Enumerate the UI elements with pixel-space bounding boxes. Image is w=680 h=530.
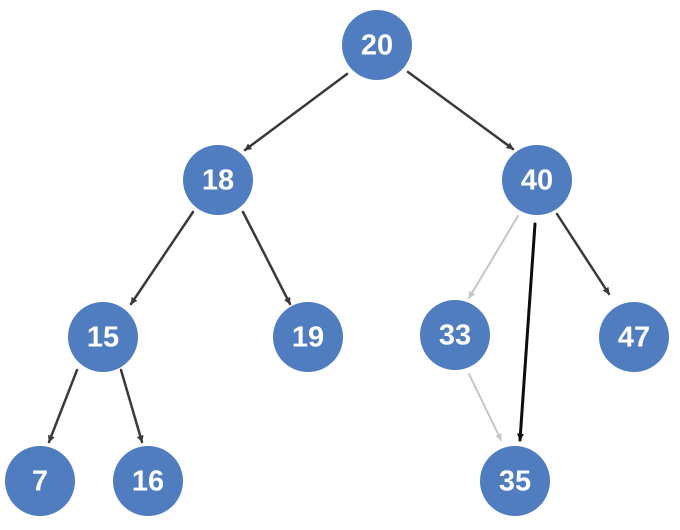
node-circle [480,446,550,516]
node-circle [183,145,253,215]
node-label: 16 [132,466,164,498]
node-circle [113,446,183,516]
node-label: 20 [361,30,393,62]
edge-15-7 [47,368,79,444]
edge-18-19 [241,210,292,306]
tree-node-19: 19 [273,302,343,372]
node-label: 35 [499,466,531,498]
edges-layer [47,70,611,444]
node-circle [502,145,572,215]
nodes-layer: 20 18 40 15 19 33 47 7 [5,10,669,516]
edge-40-33 [468,215,519,299]
node-circle [68,302,138,372]
node-circle [5,446,75,516]
tree-node-35: 35 [480,446,550,516]
node-label: 18 [202,165,234,197]
node-circle [342,10,412,80]
tree-node-33: 33 [420,300,490,370]
tree-node-18: 18 [183,145,253,215]
tree-node-16: 16 [113,446,183,516]
node-circle [420,300,490,370]
edge-33-35 [468,373,502,441]
node-label: 15 [87,322,119,354]
edge-18-15 [129,210,195,306]
node-label: 7 [32,466,48,498]
edge-40-35 [516,222,537,442]
node-label: 47 [618,322,650,354]
edge-15-16 [119,368,144,444]
node-label: 33 [439,320,471,352]
tree-node-47: 47 [599,302,669,372]
tree-node-20: 20 [342,10,412,80]
node-label: 19 [292,322,324,354]
edge-20-40 [406,70,515,151]
tree-node-15: 15 [68,302,138,372]
edge-40-47 [555,212,611,296]
node-circle [599,302,669,372]
tree-node-7: 7 [5,446,75,516]
edge-20-18 [243,72,349,152]
tree-node-40: 40 [502,145,572,215]
node-circle [273,302,343,372]
node-label: 40 [521,165,553,197]
